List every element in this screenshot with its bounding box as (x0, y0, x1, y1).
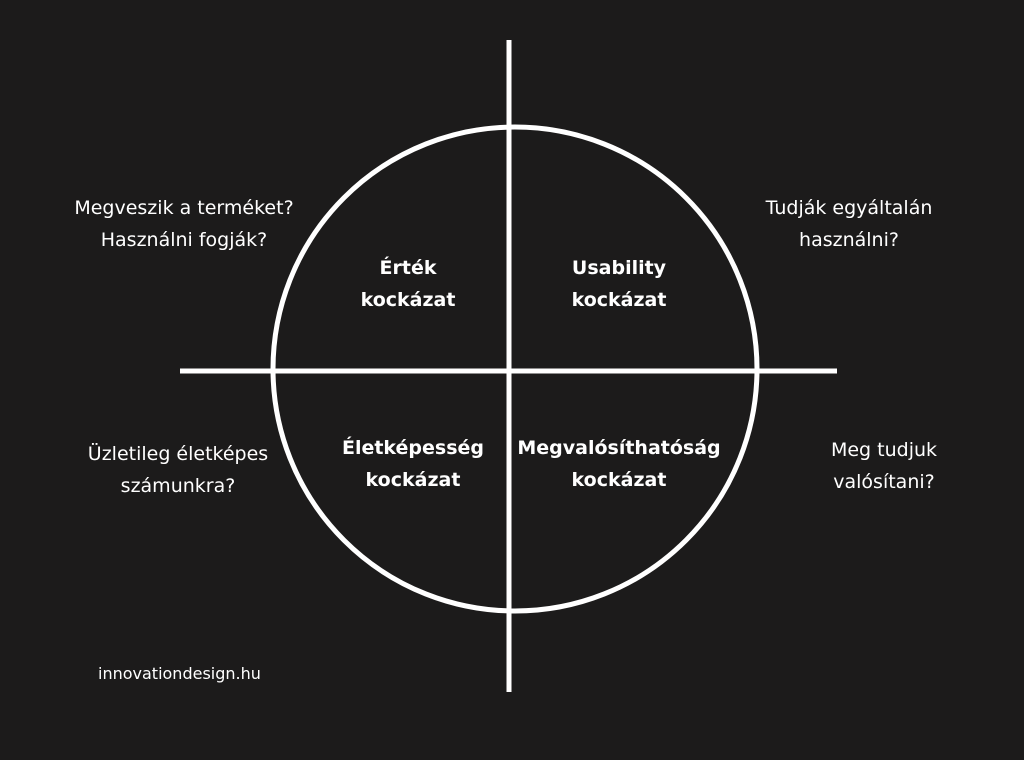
question-line: Tudják egyáltalán (765, 197, 933, 219)
question-usability: Tudják egyáltalán használni? (766, 192, 933, 256)
quadrant-subtitle: kockázat (360, 289, 456, 311)
quadrant-label-usability: Usability kockázat (572, 252, 667, 316)
question-line: Használni fogják? (100, 229, 268, 251)
question-feasibility: Meg tudjuk valósítani? (831, 434, 937, 498)
question-value: Megveszik a terméket? Használni fogják? (74, 192, 293, 256)
quadrant-title: Megvalósíthatóság (517, 437, 721, 459)
question-line: Üzletileg életképes (87, 443, 269, 465)
quadrant-title: Usability (571, 257, 667, 279)
quadrant-title: Életképesség (341, 437, 485, 459)
question-line: Megveszik a terméket? (74, 197, 294, 219)
question-viability: Üzletileg életképes számunkra? (88, 438, 268, 502)
question-line: számunkra? (120, 475, 236, 497)
quadrant-label-value: Érték kockázat (361, 252, 456, 316)
quadrant-subtitle: kockázat (571, 469, 667, 491)
quadrant-title: Érték (379, 257, 437, 279)
question-line: Meg tudjuk (830, 439, 938, 461)
footer-credit: innovationdesign.hu (98, 664, 261, 683)
quadrant-label-feasibility: Megvalósíthatóság kockázat (517, 432, 720, 496)
quadrant-label-viability: Életképesség kockázat (342, 432, 484, 496)
quadrant-subtitle: kockázat (571, 289, 667, 311)
question-line: használni? (799, 229, 899, 251)
question-line: valósítani? (833, 471, 935, 493)
quadrant-subtitle: kockázat (365, 469, 461, 491)
